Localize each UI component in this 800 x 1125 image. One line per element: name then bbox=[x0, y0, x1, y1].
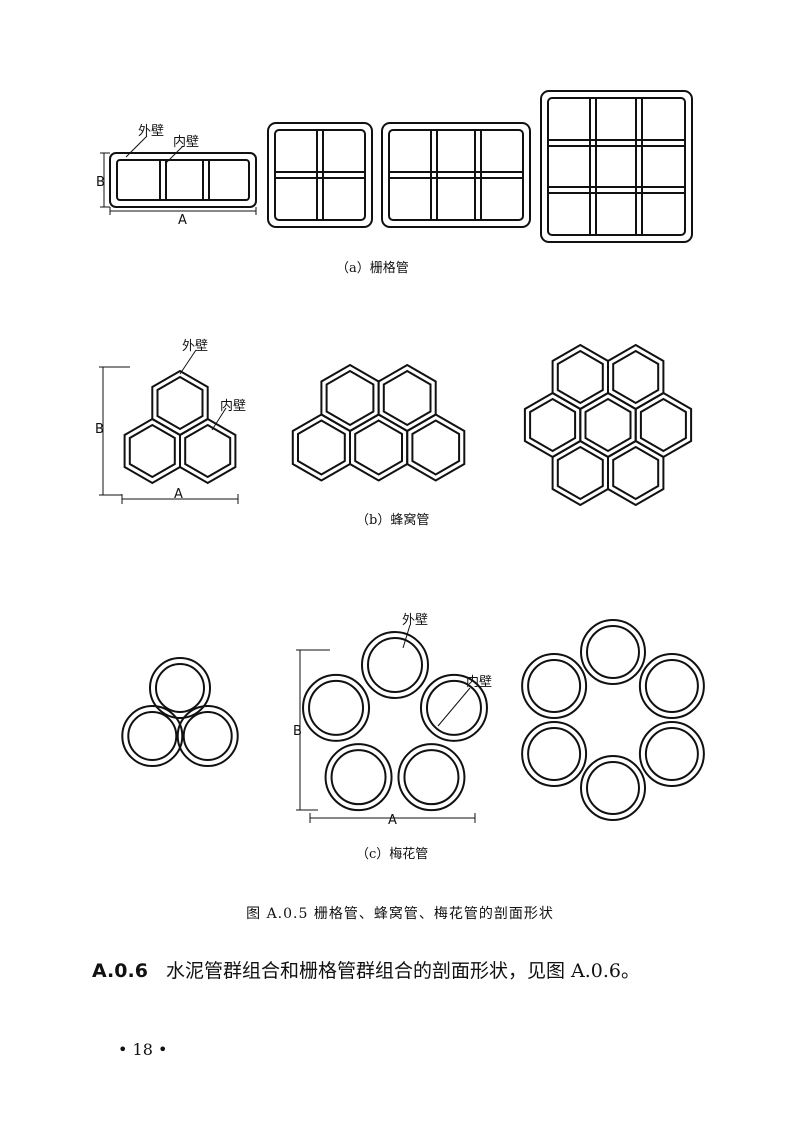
label-outer-wall-a: 外壁 bbox=[138, 124, 164, 139]
hex-cell-inner bbox=[612, 349, 660, 405]
hex-cell bbox=[607, 439, 665, 507]
label-inner-wall-c: 内壁 bbox=[466, 674, 492, 690]
hex-cell bbox=[377, 363, 437, 433]
hex-cell bbox=[349, 413, 409, 482]
hex-cell bbox=[151, 369, 209, 437]
grid-pipe-2x2 bbox=[267, 122, 373, 228]
section-paragraph: A.0.6 水泥管群组合和栅格管群组合的剖面形状，见图 A.0.6。 bbox=[92, 956, 640, 983]
ring-cell bbox=[361, 631, 429, 699]
hex-cell bbox=[551, 343, 609, 411]
hex-cell-inner bbox=[612, 445, 660, 501]
ring-cell bbox=[121, 705, 184, 767]
ring-cell-inner bbox=[527, 659, 582, 713]
honeycomb-pipe-7 bbox=[523, 343, 693, 507]
caption-plum-pipe: （c）梅花管 bbox=[356, 847, 429, 862]
page-number: • 18 • bbox=[118, 1040, 168, 1059]
hex-cell-inner bbox=[639, 397, 687, 453]
dimension-lines bbox=[99, 135, 476, 823]
ring-cell-inner bbox=[644, 727, 699, 781]
ring-cell bbox=[638, 721, 705, 787]
label-dim-b-b: B bbox=[95, 422, 104, 437]
ring-cell bbox=[521, 721, 588, 787]
figure-diagram: 外壁 内壁 B A 外壁 内壁 B A 外壁 内壁 B A bbox=[95, 90, 705, 828]
hex-cell bbox=[551, 439, 609, 507]
hex-cell-inner bbox=[297, 419, 346, 476]
hex-cell-inner bbox=[156, 375, 204, 431]
honeycomb-pipe-3 bbox=[123, 369, 237, 485]
hex-cell-inner bbox=[556, 445, 604, 501]
hex-cell bbox=[123, 417, 181, 485]
ring-cell-inner bbox=[403, 749, 460, 806]
hex-cell bbox=[634, 391, 693, 459]
ring-cell-inner bbox=[155, 663, 205, 713]
figure-title: 图 A.0.5 栅格管、蜂窝管、梅花管的剖面形状 bbox=[246, 906, 554, 922]
hex-cell-inner bbox=[325, 369, 375, 427]
hex-cell-inner bbox=[556, 349, 604, 405]
ring-cell bbox=[324, 743, 393, 812]
hex-cell-inner bbox=[382, 369, 432, 427]
ring-cell bbox=[419, 673, 488, 742]
label-dim-b-c: B bbox=[293, 724, 302, 739]
section-text: 水泥管群组合和栅格管群组合的剖面形状，见图 A.0.6。 bbox=[165, 960, 640, 982]
ring-cell-inner bbox=[586, 761, 640, 815]
hex-cell bbox=[579, 391, 637, 459]
label-dim-a-b: A bbox=[174, 487, 183, 502]
ring-cell-inner bbox=[527, 727, 582, 781]
grid-pipe-1x3 bbox=[109, 152, 257, 208]
ring-cell bbox=[580, 755, 646, 821]
plum-pipe-5 bbox=[302, 631, 488, 812]
hex-cell-inner bbox=[584, 397, 632, 453]
section-number: A.0.6 bbox=[92, 960, 148, 982]
label-dim-a-a: A bbox=[178, 213, 187, 228]
hex-cell bbox=[607, 343, 665, 411]
ring-cell-inner bbox=[586, 625, 640, 679]
label-dim-a-c: A bbox=[388, 813, 397, 828]
ring-cell bbox=[521, 653, 588, 719]
label-dim-b-a: B bbox=[96, 175, 105, 190]
ring-cell-inner bbox=[367, 637, 423, 693]
ring-cell bbox=[176, 705, 239, 767]
hex-cell bbox=[406, 413, 466, 482]
ring-cell-inner bbox=[425, 679, 482, 736]
ring-cell bbox=[580, 619, 646, 685]
hex-cell-inner bbox=[529, 397, 577, 453]
ring-cell-inner bbox=[182, 711, 233, 761]
hex-cell bbox=[523, 391, 582, 459]
ring-cell bbox=[302, 673, 371, 742]
honeycomb-pipe-5 bbox=[291, 363, 466, 482]
hex-cell-inner bbox=[128, 423, 176, 479]
hex-cell-inner bbox=[184, 423, 232, 479]
ring-cell-inner bbox=[330, 749, 387, 806]
label-outer-wall-c: 外壁 bbox=[402, 613, 428, 628]
ring-cell-inner bbox=[644, 659, 699, 713]
ring-cell-inner bbox=[127, 711, 178, 761]
hex-cell-inner bbox=[354, 419, 403, 476]
ring-cell bbox=[149, 657, 211, 719]
label-inner-wall-b: 内壁 bbox=[220, 398, 246, 414]
ring-cell bbox=[397, 743, 466, 812]
hex-cell-inner bbox=[411, 419, 461, 476]
label-outer-wall-b: 外壁 bbox=[182, 339, 208, 354]
caption-grid-pipe: （a）栅格管 bbox=[336, 261, 409, 276]
plum-pipe-6 bbox=[521, 619, 705, 821]
grid-pipe-2x3 bbox=[381, 122, 531, 228]
hex-cell bbox=[291, 413, 351, 482]
label-inner-wall-a: 内壁 bbox=[173, 134, 199, 150]
caption-honeycomb-pipe: （b）蜂窝管 bbox=[356, 513, 430, 528]
grid-pipe-3x3 bbox=[540, 90, 693, 243]
hex-cell bbox=[179, 417, 237, 485]
plum-pipe-3 bbox=[121, 657, 239, 767]
ring-cell-inner bbox=[308, 679, 365, 736]
hex-cell bbox=[320, 363, 380, 433]
ring-cell bbox=[638, 653, 705, 719]
